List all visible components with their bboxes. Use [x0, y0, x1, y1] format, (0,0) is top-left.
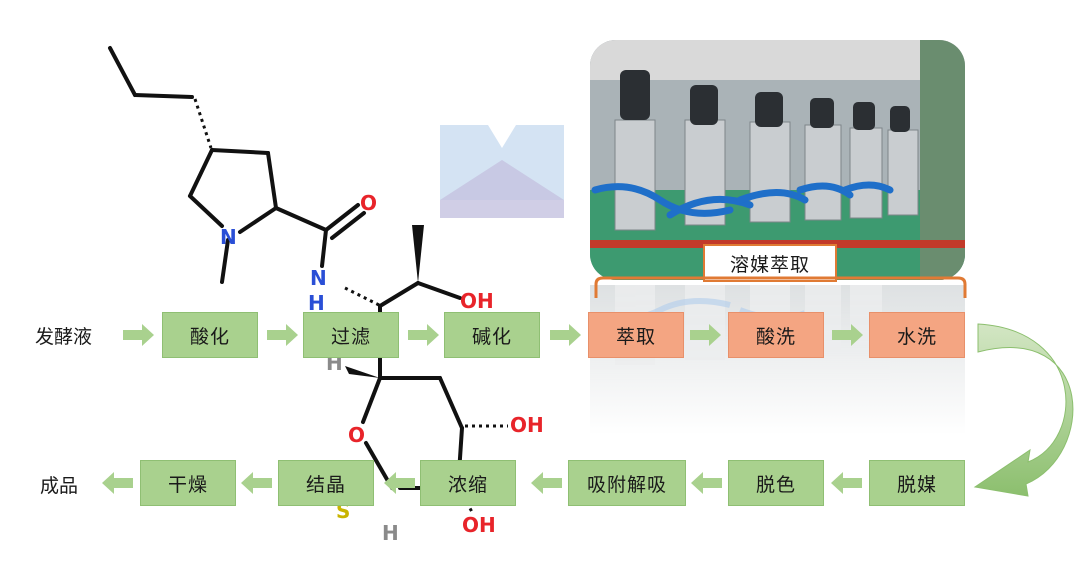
- arrow-right-3: [408, 324, 439, 346]
- atom-label-oh-top: OH: [460, 289, 494, 313]
- atom-label-n-amide: N: [310, 266, 327, 290]
- arrow-left-3: [531, 472, 562, 494]
- atom-label-h-amide: H: [308, 291, 325, 315]
- step-drying: 干燥: [140, 460, 236, 506]
- atom-label-o-carbonyl: O: [360, 191, 377, 215]
- step-filtration: 过滤: [303, 312, 399, 358]
- step-water-wash: 水洗: [869, 312, 965, 358]
- step-alkalization: 碱化: [444, 312, 540, 358]
- atom-label-oh-mid: OH: [510, 413, 544, 437]
- atom-label-n-ring: N: [220, 225, 237, 249]
- step-extraction: 萃取: [588, 312, 684, 358]
- step-decolorization: 脱色: [728, 460, 824, 506]
- atom-label-o-ring: O: [348, 423, 365, 447]
- arrow-right-5: [690, 324, 721, 346]
- arrow-right-2: [267, 324, 298, 346]
- photo-reflection: [590, 285, 965, 435]
- arrow-left-4: [384, 472, 415, 494]
- start-label: 发酵液: [35, 326, 93, 348]
- curved-return-arrow: [973, 323, 1074, 497]
- step-crystallization: 结晶: [278, 460, 374, 506]
- arrow-left-6: [102, 472, 133, 494]
- arrow-left-2: [691, 472, 722, 494]
- step-solvent-removal: 脱媒: [869, 460, 965, 506]
- photo-caption: 溶媒萃取: [703, 244, 837, 282]
- end-label: 成品: [40, 475, 79, 497]
- step-adsorption-desorption: 吸附解吸: [568, 460, 686, 506]
- atom-label-oh-bottom: OH: [462, 513, 496, 537]
- step-acidification: 酸化: [162, 312, 258, 358]
- step-concentration: 浓缩: [420, 460, 516, 506]
- extraction-equipment-photo: [590, 40, 965, 280]
- atom-label-h-bottom: H: [382, 521, 399, 545]
- arrow-right-4: [550, 324, 581, 346]
- arrow-left-1: [831, 472, 862, 494]
- arrow-right-1: [123, 324, 154, 346]
- arrow-left-5: [241, 472, 272, 494]
- step-acid-wash: 酸洗: [728, 312, 824, 358]
- arrow-right-6: [832, 324, 863, 346]
